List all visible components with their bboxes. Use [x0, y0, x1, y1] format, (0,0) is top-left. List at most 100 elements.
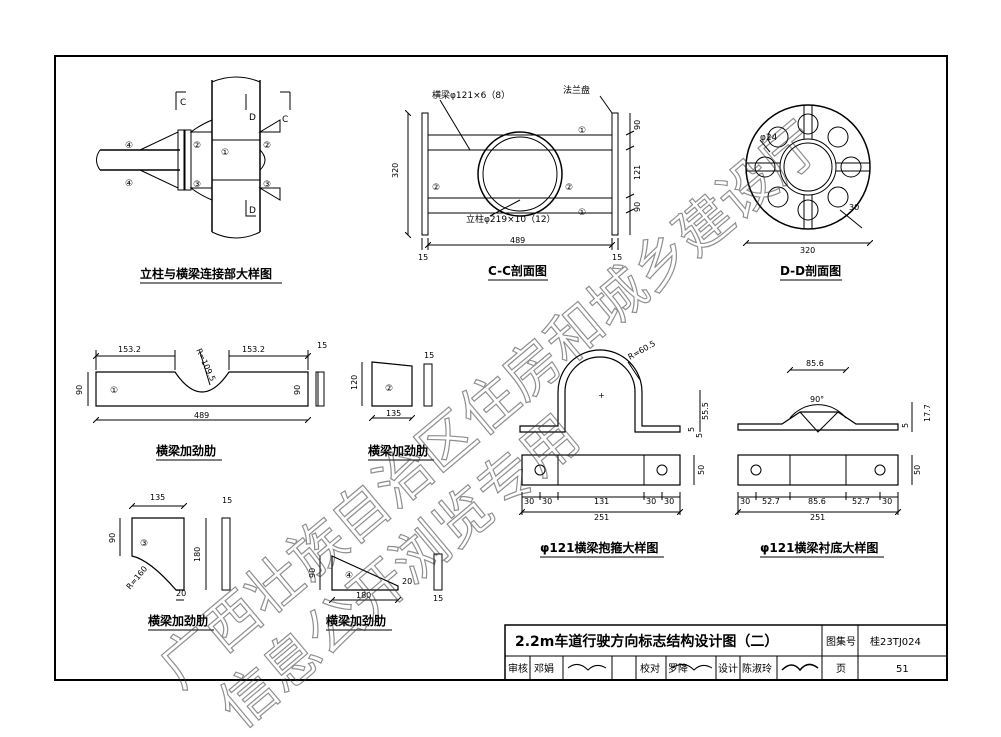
cc-flange-note: 法兰盘 — [563, 84, 590, 96]
drawing-title: 2.2m车道行驶方向标志结构设计图（二） — [515, 633, 778, 650]
section-c-right: C — [282, 115, 288, 125]
design-name: 陈淑玲 — [742, 662, 772, 675]
rib1-dim-length: 489 — [194, 411, 209, 420]
section-c-left: C — [180, 98, 186, 108]
rib2-part: ② — [385, 384, 393, 394]
rib1-dim-left: 153.2 — [118, 345, 141, 354]
liner-dim-h2: 5 — [901, 423, 910, 428]
joint-part-3-left: ③ — [193, 180, 201, 190]
liner-dim-c: 85.6 — [808, 497, 826, 506]
hoop-dim-radius: R=60.5 — [627, 339, 658, 362]
rib4-part: ④ — [345, 571, 353, 581]
rib2-detail — [361, 361, 433, 418]
rib1-dim-radius: R=109.5 — [194, 347, 217, 383]
section-d-bottom: D — [249, 206, 256, 216]
liner-dim-d: 52.7 — [852, 497, 870, 506]
cc-dim-width: 489 — [510, 236, 525, 245]
hoop-detail — [520, 349, 701, 515]
rib2-dim-width: 135 — [386, 409, 401, 418]
cc-dim-right-bot: 90 — [633, 202, 642, 212]
cc-part-1-bottom: ① — [578, 208, 586, 218]
joint-part-4-bottom: ④ — [125, 179, 133, 189]
cc-dim-height: 320 — [391, 163, 400, 178]
joint-part-1: ① — [221, 148, 229, 158]
rib3-detail — [119, 506, 231, 601]
cc-section — [408, 95, 635, 250]
rib2-dim-thick: 15 — [424, 351, 434, 360]
sheet-frame — [54, 55, 948, 681]
page-number: 51 — [896, 664, 909, 675]
rib3-dim-bottom: 20 — [176, 589, 186, 598]
rib1-dim-thick: 15 — [317, 341, 327, 350]
atlas-label: 图集号 — [826, 635, 856, 648]
hoop-dim-total: 251 — [594, 513, 609, 522]
hoop-dim-d: 30 — [646, 497, 656, 506]
liner-dim-a: 30 — [740, 497, 750, 506]
joint-detail — [96, 76, 291, 239]
hoop-center-mark: + — [598, 391, 605, 400]
rib3-dim-height-right: 180 — [193, 547, 202, 562]
page-label: 页 — [836, 663, 846, 675]
cc-dim-right-top: 90 — [633, 120, 642, 130]
liner-dim-total: 251 — [810, 513, 825, 522]
rib4-caption: 横梁加劲肋 — [326, 613, 386, 628]
hoop-dim-b: 30 — [542, 497, 552, 506]
rib1-dim-right: 153.2 — [242, 345, 265, 354]
check-label: 校对 — [640, 662, 660, 675]
rib3-part: ③ — [140, 539, 148, 549]
hoop-caption: φ121横梁抱箍大样图 — [540, 540, 658, 555]
liner-dim-side: 50 — [913, 465, 922, 475]
rib3-dim-height-left: 90 — [108, 533, 117, 543]
rib1-caption: 横梁加劲肋 — [156, 443, 216, 458]
rib1-dim-height-left: 90 — [75, 385, 84, 395]
design-label: 设计 — [718, 662, 738, 675]
dd-dim-width: 320 — [800, 246, 815, 255]
review-signature — [567, 664, 607, 671]
title-block — [504, 624, 948, 681]
rib3-caption: 横梁加劲肋 — [148, 613, 208, 628]
cc-beam-note: 横梁φ121×6（8） — [432, 89, 510, 101]
rib4-dim-length: 180 — [356, 591, 371, 600]
liner-dim-e: 30 — [882, 497, 892, 506]
review-label: 审核 — [508, 662, 528, 675]
rib1-part: ① — [110, 386, 118, 396]
joint-part-4-top: ④ — [125, 141, 133, 151]
design-signature — [781, 663, 819, 672]
cc-dim-flange-right: 15 — [612, 253, 622, 262]
hoop-dim-h1: 55.5 — [701, 402, 710, 420]
rib3-dim-thick: 15 — [222, 496, 232, 505]
joint-detail-caption: 立柱与横梁连接部大样图 — [140, 266, 272, 281]
rib4-dim-height: 90 — [308, 568, 317, 578]
check-name: 罗降 — [668, 662, 688, 675]
cc-dim-right-mid: 121 — [633, 165, 642, 180]
hoop-dim-e: 30 — [664, 497, 674, 506]
cc-column-note: 立柱φ219×10（12） — [466, 213, 556, 225]
check-signature — [671, 664, 713, 671]
joint-part-2-left: ② — [193, 141, 201, 151]
section-d-top: D — [249, 113, 256, 123]
hoop-dim-c: 131 — [594, 497, 609, 506]
cc-dim-flange-left: 15 — [418, 253, 428, 262]
rib4-dim-thick: 15 — [433, 594, 443, 603]
rib2-caption: 横梁加劲肋 — [368, 443, 428, 458]
liner-caption: φ121横梁衬底大样图 — [760, 540, 878, 555]
hoop-dim-a: 30 — [524, 497, 534, 506]
cc-part-1-top: ① — [578, 126, 586, 136]
liner-dim-h1: 17.7 — [923, 404, 932, 422]
liner-detail — [738, 370, 913, 515]
joint-part-2-right: ② — [263, 141, 271, 151]
liner-dim-angle: 90° — [810, 395, 824, 404]
hoop-dim-side: 50 — [697, 465, 706, 475]
liner-dim-top: 85.6 — [806, 359, 824, 368]
dd-section — [746, 104, 870, 243]
rib1-dim-height-right: 90 — [293, 385, 302, 395]
rib1-detail — [87, 350, 325, 420]
dd-section-caption: D-D剖面图 — [780, 263, 841, 278]
rib3-dim-radius: R=160 — [125, 564, 150, 591]
review-name: 邓娟 — [534, 662, 554, 675]
rib4-dim-bottom: 20 — [402, 577, 412, 586]
dd-dim-offset: 30 — [849, 203, 859, 212]
hoop-dim-h2: 5 — [687, 427, 696, 432]
dd-hole-note: φ24 — [760, 133, 778, 143]
